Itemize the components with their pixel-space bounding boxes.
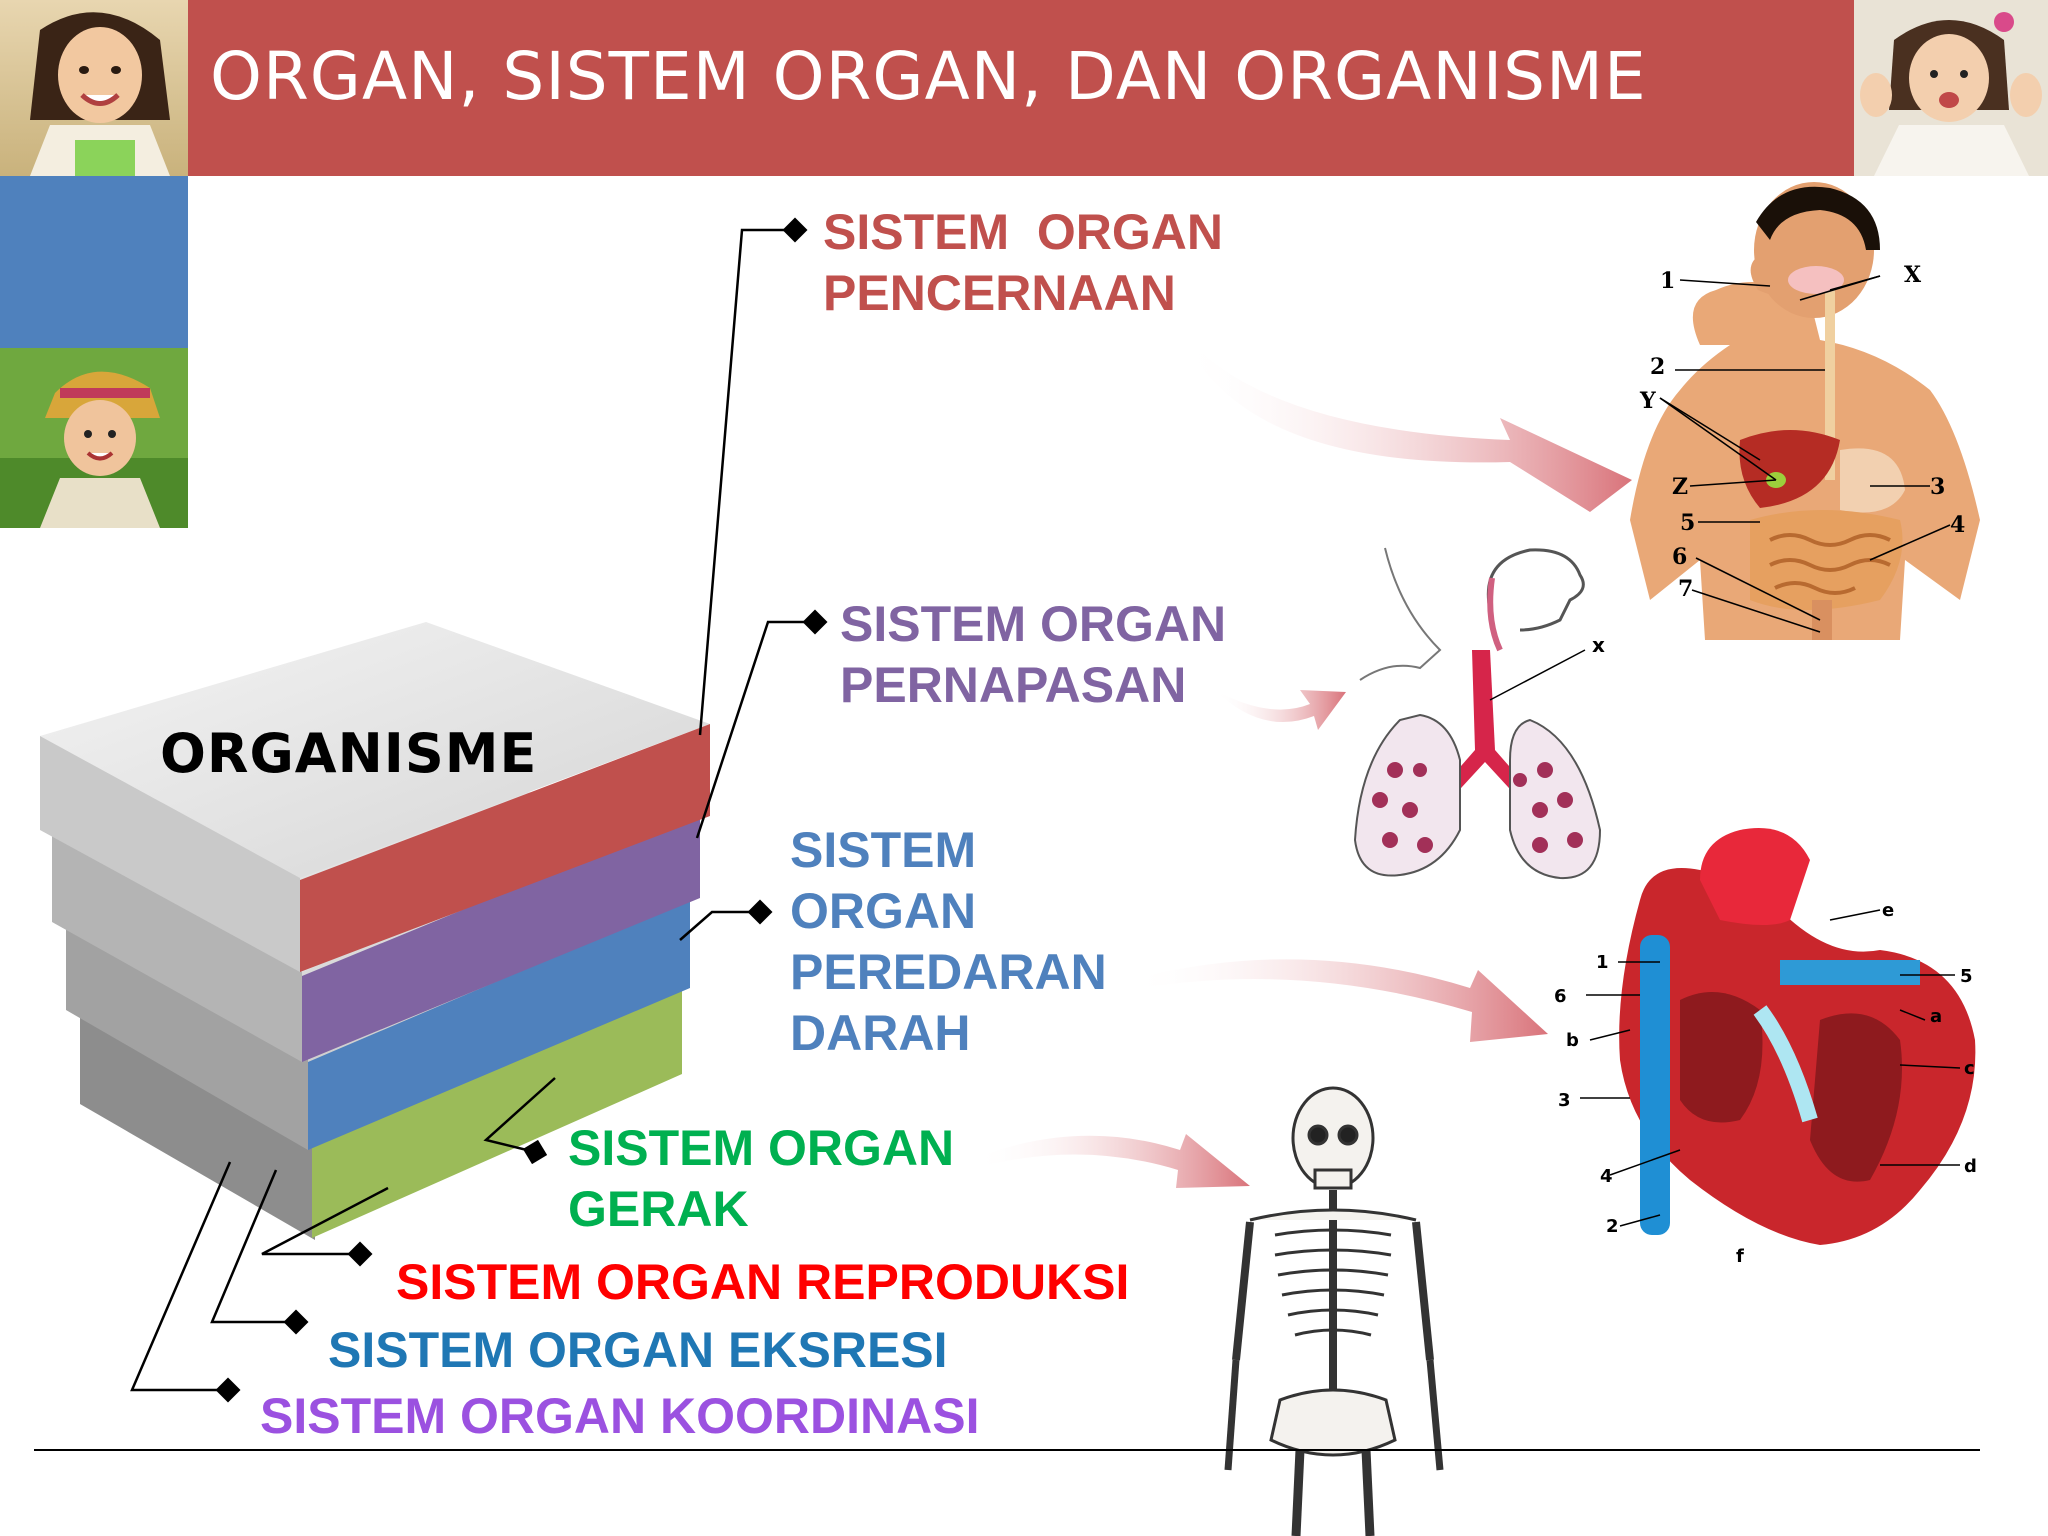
connector-motion (483, 1077, 556, 1165)
heart-label-c: c (1964, 1058, 1975, 1079)
digestive-label-7: 7 (1678, 576, 1693, 602)
digestive-label-3: 3 (1930, 474, 1945, 500)
arrow-to-digestive (1180, 330, 1632, 512)
layer-1-band (300, 724, 710, 972)
connector-circulatory (679, 899, 773, 941)
label-circulatory-line4: DARAH (790, 1005, 971, 1061)
pointer-arrows (975, 330, 1632, 1188)
child-photo-icon (0, 348, 188, 528)
layer-3-band (308, 899, 690, 1150)
connector-respiratory (695, 609, 828, 839)
layer-3-left (66, 916, 308, 1150)
arrow-to-skeleton (975, 1134, 1250, 1188)
label-respiratory-system: SISTEM ORGAN PERNAPASAN (840, 594, 1226, 716)
child-photo-middle-left (0, 348, 188, 528)
label-reproductive-system: SISTEM ORGAN REPRODUKSI (396, 1254, 1130, 1310)
connector-lines (130, 217, 828, 1403)
label-motion-system: SISTEM ORGAN GERAK (568, 1118, 954, 1240)
heart-label-5: 5 (1960, 966, 1973, 987)
label-respiratory-line1: SISTEM ORGAN (840, 596, 1227, 652)
layer-4-band (312, 985, 682, 1238)
connector-reproductive (261, 1186, 389, 1267)
layer-stack (40, 622, 710, 1240)
left-blue-accent (0, 176, 188, 348)
layer-1-left (40, 736, 300, 972)
organisme-label: ORGANISME (160, 722, 538, 785)
heart-label-e: e (1882, 900, 1894, 921)
label-digestive-system: SISTEM ORGAN PENCERNAAN (823, 202, 1223, 324)
arrow-to-heart (1130, 959, 1548, 1042)
label-coordination-system: SISTEM ORGAN KOORDINASI (260, 1388, 980, 1444)
digestive-label-y: Y (1639, 388, 1656, 414)
label-circulatory-line1: SISTEM (790, 822, 977, 878)
layer-2-band (302, 812, 700, 1062)
digestive-label-2: 2 (1650, 354, 1665, 380)
slide-title: ORGAN, SISTEM ORGAN, DAN ORGANISME (210, 38, 1647, 115)
layer-4-left (80, 1004, 315, 1240)
digestive-label-1: 1 (1660, 268, 1675, 294)
label-circulatory-line3: PEREDARAN (790, 944, 1107, 1000)
connector-digestive (698, 217, 808, 736)
digestive-label-4: 4 (1950, 512, 1965, 538)
heart-label-2: 2 (1606, 1216, 1619, 1237)
label-circulatory-line2: ORGAN (790, 883, 977, 939)
digestive-label-5: 5 (1680, 510, 1695, 536)
label-excretory-system: SISTEM ORGAN EKSRESI (328, 1322, 948, 1378)
child-photo-icon (1854, 0, 2048, 176)
label-digestive-line2: PENCERNAAN (823, 265, 1176, 321)
heart-label-b: b (1566, 1030, 1579, 1051)
arrow-to-respiratory (1215, 690, 1346, 730)
heart-label-a: a (1930, 1006, 1942, 1027)
heart-label-d: d (1964, 1156, 1977, 1177)
layer-2-left (52, 830, 302, 1062)
label-circulatory-system: SISTEM ORGAN PEREDARAN DARAH (790, 820, 1107, 1064)
heart-label-4: 4 (1600, 1166, 1613, 1187)
skeleton-illustration (1224, 1086, 1444, 1536)
child-photo-icon (0, 0, 188, 176)
label-motion-line1: SISTEM ORGAN (568, 1120, 955, 1176)
label-digestive-line1: SISTEM ORGAN (823, 204, 1224, 260)
digestive-label-6: 6 (1672, 544, 1687, 570)
heart-label-6: 6 (1554, 986, 1567, 1007)
layer-1-top (40, 622, 710, 878)
child-photo-top-right (1854, 0, 2048, 176)
digestive-label-x: X (1904, 262, 1922, 288)
connector-excretory (210, 1169, 309, 1335)
respiratory-system-illustration: x (1353, 547, 1605, 880)
child-photo-top-left (0, 0, 188, 176)
title-bar (188, 0, 1854, 176)
connector-coordination (130, 1161, 241, 1403)
digestive-system-illustration: 1 X 2 Y Z 3 5 4 6 7 (1630, 182, 1980, 640)
heart-label-1: 1 (1596, 952, 1609, 973)
label-motion-line2: GERAK (568, 1181, 749, 1237)
respiratory-label-x: x (1592, 633, 1605, 657)
heart-label-f: f (1736, 1246, 1744, 1267)
heart-illustration: e 1 5 6 a b c 3 4 d 2 f (1554, 828, 1977, 1267)
digestive-label-z: Z (1672, 474, 1688, 500)
heart-label-3: 3 (1558, 1090, 1571, 1111)
label-respiratory-line2: PERNAPASAN (840, 657, 1187, 713)
